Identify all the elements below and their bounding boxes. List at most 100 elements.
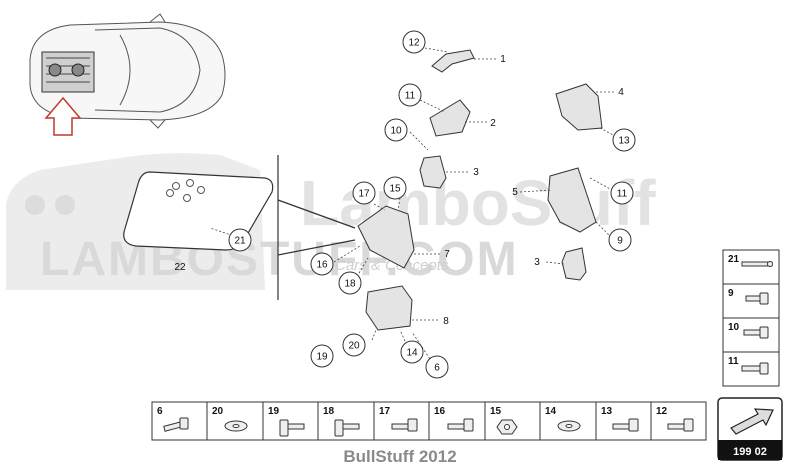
callout-3-upper: 3 [473, 167, 479, 178]
callouts: 12 1 11 2 10 3 4 13 17 15 5 11 9 21 22 7… [174, 30, 636, 379]
svg-text:13: 13 [618, 136, 630, 147]
svg-text:10: 10 [728, 322, 740, 333]
svg-text:3: 3 [473, 167, 479, 178]
part-7 [357, 205, 415, 269]
svg-text:18: 18 [344, 279, 356, 290]
callout-3-lower: 3 [534, 257, 540, 268]
callout-7: 7 [444, 249, 450, 260]
footer-credit: BullStuff 2012 [343, 447, 457, 466]
strip-label-12: 12 [656, 406, 668, 417]
callout-18: 18 [338, 271, 362, 295]
svg-text:21: 21 [728, 254, 740, 265]
svg-text:3: 3 [534, 257, 540, 268]
callout-14: 14 [400, 340, 424, 364]
callout-22: 22 [174, 262, 186, 273]
svg-text:4: 4 [618, 87, 624, 98]
bolt-icon [667, 418, 694, 432]
callout-11-right: 11 [610, 181, 634, 205]
callout-20: 20 [342, 333, 366, 357]
callout-13: 13 [612, 128, 636, 152]
legend-item-9: 9 [728, 288, 769, 305]
strip-label-16: 16 [434, 406, 446, 417]
bolt-icon [334, 419, 360, 437]
svg-text:6: 6 [434, 363, 440, 374]
watermark-tagline: Cars & Concepts [335, 257, 449, 274]
svg-text:17: 17 [358, 189, 370, 200]
part-8 [365, 285, 413, 331]
next-page-arrow-icon [730, 408, 774, 435]
callout-12: 12 [402, 30, 426, 54]
part-4 [555, 83, 603, 131]
bolt-icon [741, 362, 769, 375]
part-5 [547, 167, 597, 233]
bolt-icon [163, 417, 189, 432]
diagram-id: 199 02 [733, 446, 767, 458]
callout-15: 15 [383, 176, 407, 200]
svg-text:5: 5 [512, 187, 518, 198]
bolt-icon [391, 418, 418, 432]
strip-label-19: 19 [268, 406, 280, 417]
svg-text:9: 9 [728, 288, 734, 299]
strip-label-20: 20 [212, 406, 224, 417]
callout-9: 9 [608, 228, 632, 252]
bolt-icon [612, 418, 639, 432]
callout-19: 19 [310, 344, 334, 368]
diagram-id-box: 199 02 [717, 397, 783, 461]
strip-label-13: 13 [601, 406, 613, 417]
legend-item-21: 21 [728, 254, 773, 267]
callout-4: 4 [618, 87, 624, 98]
svg-text:1: 1 [500, 54, 506, 65]
callout-1: 1 [500, 54, 506, 65]
callout-6: 6 [425, 355, 449, 379]
part-3-lower [561, 247, 587, 281]
nut-icon [496, 419, 518, 435]
svg-text:15: 15 [389, 184, 401, 195]
bolt-icon [447, 418, 474, 432]
svg-text:10: 10 [390, 126, 402, 137]
washer-icon [224, 420, 248, 432]
svg-text:22: 22 [174, 262, 186, 273]
engine-mount-parts [357, 49, 603, 331]
svg-text:21: 21 [234, 236, 246, 247]
strip-label-18: 18 [323, 406, 335, 417]
svg-text:7: 7 [444, 249, 450, 260]
legend-item-11: 11 [728, 356, 769, 375]
callout-10: 10 [384, 118, 408, 142]
callout-17: 17 [352, 181, 376, 205]
svg-text:11: 11 [405, 91, 416, 102]
svg-text:2: 2 [490, 118, 496, 129]
bolt-icon [743, 326, 769, 339]
callout-11: 11 [398, 83, 422, 107]
bolt-icon [745, 292, 769, 305]
svg-text:14: 14 [406, 348, 418, 359]
legend-item-10: 10 [728, 322, 769, 339]
car-location-view [29, 13, 226, 129]
callout-5: 5 [512, 187, 518, 198]
svg-text:19: 19 [316, 352, 328, 363]
part-1 [431, 49, 475, 73]
callout-16: 16 [310, 252, 334, 276]
callout-2: 2 [490, 118, 496, 129]
strip-label-6: 6 [157, 406, 163, 417]
detail-bracket [277, 155, 356, 300]
bottom-hardware-strip: 6 20 19 18 17 16 15 14 13 12 [151, 401, 707, 441]
svg-text:12: 12 [408, 38, 420, 49]
bolt-icon [279, 419, 305, 437]
strip-label-15: 15 [490, 406, 502, 417]
svg-text:8: 8 [443, 316, 449, 327]
callout-21: 21 [228, 228, 252, 252]
stud-icon [741, 261, 773, 267]
part-3-upper [419, 155, 447, 189]
side-legend: 21 9 10 11 [722, 249, 780, 387]
svg-text:16: 16 [316, 260, 328, 271]
strip-label-17: 17 [379, 406, 391, 417]
callout-8: 8 [443, 316, 449, 327]
location-arrow-icon [44, 96, 82, 136]
svg-text:20: 20 [348, 341, 360, 352]
svg-text:11: 11 [728, 356, 739, 367]
svg-text:9: 9 [617, 236, 623, 247]
part-2 [429, 99, 471, 137]
svg-text:11: 11 [617, 189, 628, 200]
